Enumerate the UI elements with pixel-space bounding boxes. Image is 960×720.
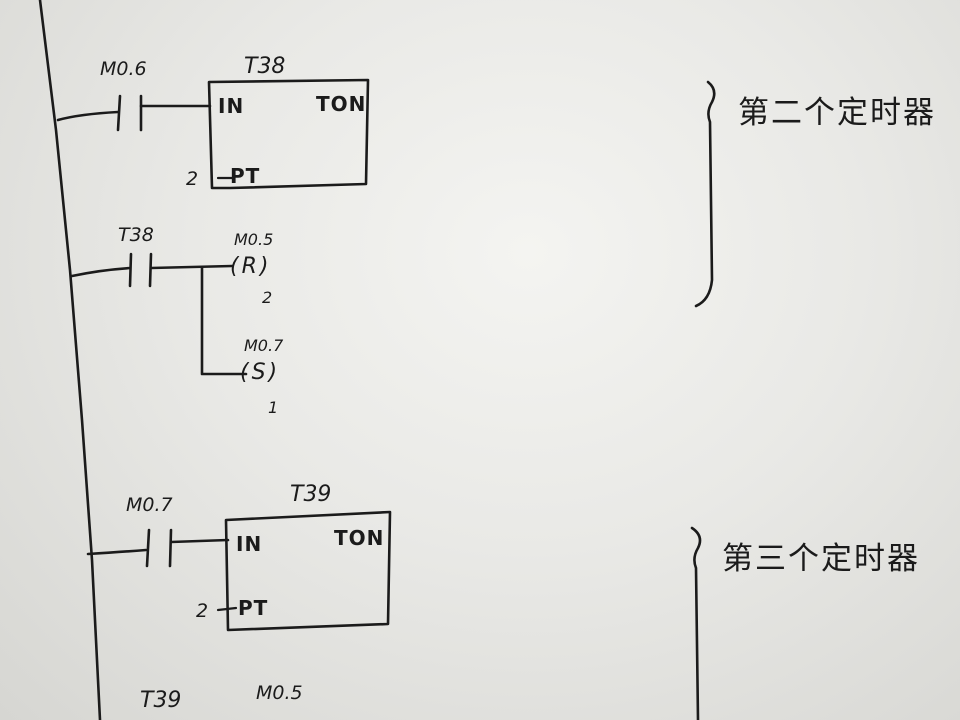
rung3-contact-right-bar	[168, 528, 173, 568]
rung2-wire-left	[70, 266, 132, 278]
rung3-note: 第三个定时器	[722, 541, 920, 577]
rung1-type-label: TON	[316, 92, 367, 116]
rung1-brace	[694, 80, 716, 308]
rung2-coil1-count: 2	[262, 288, 273, 307]
rung3-wire-left	[86, 548, 148, 556]
rung1-timer-box	[207, 78, 370, 190]
rung1-pt-label: PT	[230, 164, 261, 188]
rung3-contact-left-bar	[145, 528, 151, 568]
rung3-brace	[690, 526, 702, 720]
rung4-contact-label: T39	[140, 688, 182, 713]
rung2-coil2-type: (S)	[240, 360, 281, 385]
rung1-in-label: IN	[218, 94, 245, 118]
rung2-wire-to-coil1	[149, 264, 234, 270]
rung2-contact-label: T38	[118, 224, 154, 246]
rung2-coil2-address: M0.7	[244, 336, 284, 355]
rung1-timer-name: T38	[244, 54, 286, 79]
rung3-in-label: IN	[236, 532, 263, 556]
rung3-timer-name: T39	[290, 482, 332, 507]
left-power-rail	[38, 0, 102, 720]
rung3-contact-label: M0.7	[126, 494, 173, 516]
rung2-contact-right-bar	[148, 252, 153, 288]
rung1-wire-left	[56, 110, 120, 122]
rung3-type-label: TON	[334, 526, 385, 550]
rung1-contact-label: M0.6	[100, 58, 147, 80]
rung3-wire-to-box	[169, 538, 230, 544]
rung2-coil2-count: 1	[268, 398, 279, 417]
rung2-coil1-type: (R)	[230, 254, 272, 279]
rung3-pt-value: 2	[196, 600, 209, 622]
rung3-pt-wire	[216, 606, 238, 612]
rung3-timer-box	[224, 510, 392, 632]
rung2-contact-left-bar	[128, 252, 133, 288]
rung4-coil-address: M0.5	[256, 682, 303, 704]
rung1-note: 第二个定时器	[738, 95, 936, 131]
rung1-pt-value: 2	[186, 168, 199, 190]
rung2-coil1-address: M0.5	[234, 230, 274, 249]
rung1-contact-left-bar	[116, 94, 122, 132]
rung3-pt-label: PT	[238, 596, 269, 620]
rung2-branch-down	[200, 266, 248, 376]
